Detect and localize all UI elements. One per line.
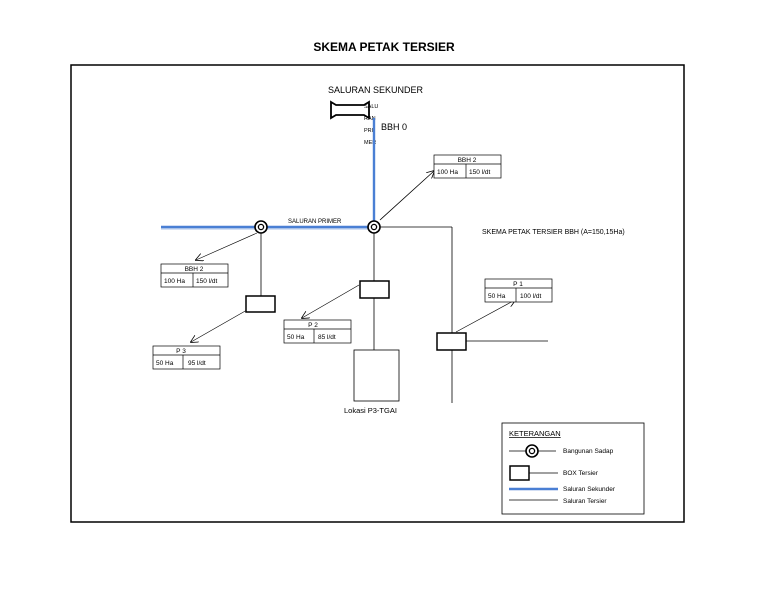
legend: KETERANGAN Bangunan Sadap BOX Tersier Sa… — [501, 422, 645, 515]
overlap-word-4: MER — [364, 140, 376, 146]
legend-item-bangunan-sadap: Bangunan Sadap — [509, 444, 614, 458]
arrow-bbh2-right — [379, 171, 434, 221]
arrow-bbh2-left — [196, 232, 258, 260]
legend-title: KETERANGAN — [509, 429, 561, 438]
lokasi-p3-tgai-area — [353, 349, 400, 402]
bbh2-left-area: 100 Ha — [164, 278, 185, 285]
bbh2-left-name: BBH 2 — [185, 266, 204, 273]
bangunan-sadap-west — [254, 220, 268, 234]
arrow-p2 — [302, 284, 360, 318]
p1-area: 50 Ha — [488, 293, 506, 300]
legend-label-box-tersier: BOX Tersier — [563, 470, 599, 477]
arrow-p1 — [455, 300, 515, 333]
box-tersier-west — [245, 295, 276, 313]
table-p1: P 1 50 Ha 100 l/dt — [484, 278, 553, 303]
p1-flow: 100 l/dt — [520, 293, 542, 300]
bbh2-left-flow: 150 l/dt — [196, 278, 218, 285]
legend-item-box-tersier: BOX Tersier — [509, 465, 599, 481]
legend-label-saluran-tersier: Saluran Tersier — [563, 498, 607, 505]
bbh2-right-name: BBH 2 — [458, 157, 477, 164]
bbh2-right-flow: 150 l/dt — [469, 169, 491, 176]
box-tersier-east — [436, 332, 467, 351]
p3-flow: 95 l/dt — [188, 360, 206, 367]
page-title: SKEMA PETAK TERSIER — [313, 40, 455, 54]
p2-flow: 85 l/dt — [318, 334, 336, 341]
lokasi-label: Lokasi P3-TGAI — [344, 406, 397, 415]
p3-area: 50 Ha — [156, 360, 174, 367]
p2-area: 50 Ha — [287, 334, 305, 341]
legend-label-saluran-sekunder: Saluran Sekunder — [563, 486, 616, 493]
saluran-primer-label: SALURAN PRIMER — [288, 219, 342, 225]
bbh2-right-area: 100 Ha — [437, 169, 458, 176]
table-p3: P 3 50 Ha 95 l/dt — [152, 345, 221, 370]
legend-item-saluran-sekunder: Saluran Sekunder — [509, 486, 616, 493]
legend-label-bangunan-sadap: Bangunan Sadap — [563, 448, 614, 455]
saluran-sekunder-label: SALURAN SEKUNDER — [328, 85, 424, 95]
table-bbh2-right: BBH 2 100 Ha 150 l/dt — [433, 154, 502, 179]
bbh0-label: BBH 0 — [381, 122, 407, 132]
overlap-word-3: PRI — [364, 128, 374, 134]
table-bbh2-left: BBH 2 100 Ha 150 l/dt — [160, 263, 229, 288]
overlap-word-1: SALU — [364, 104, 378, 110]
p2-name: P 2 — [308, 322, 318, 329]
overlap-word-2: RAN — [364, 116, 376, 122]
table-p2: P 2 50 Ha 85 l/dt — [283, 319, 352, 344]
skema-label: SKEMA PETAK TERSIER BBH (A=150,15Ha) — [482, 229, 625, 236]
arrow-p3 — [191, 309, 248, 342]
bangunan-sadap-center — [367, 220, 381, 234]
legend-item-saluran-tersier: Saluran Tersier — [509, 498, 607, 505]
box-tersier-center — [359, 280, 390, 299]
p3-name: P 3 — [176, 348, 186, 355]
p1-name: P 1 — [513, 281, 523, 288]
diagram-frame — [70, 64, 685, 523]
saluran-sekunder-structure — [330, 100, 370, 120]
